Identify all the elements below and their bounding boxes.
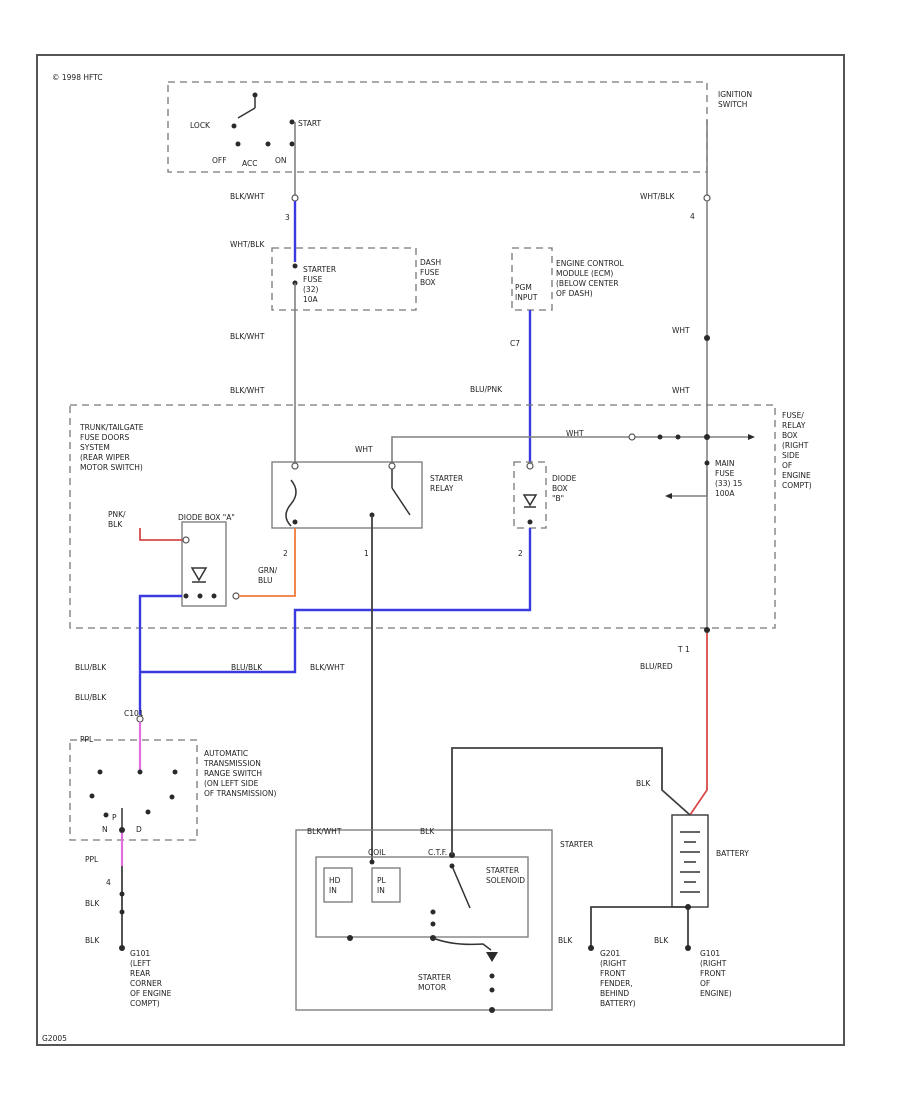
pin-4b-label: 4 — [106, 878, 111, 887]
wire-grn-blu — [239, 528, 296, 597]
diode-a-symbol — [190, 567, 208, 582]
at-range-switch-box — [69, 739, 198, 841]
wht-1-label: WHT — [672, 326, 690, 335]
hold-in-coil — [323, 867, 353, 903]
starter-box — [295, 829, 553, 1011]
at-switch-label: AUTOMATIC TRANSMISSION RANGE SWITCH (ON … — [203, 749, 277, 798]
wht-blk-label-left: WHT/BLK — [230, 240, 265, 249]
wire-main-fuse-branch — [670, 470, 708, 497]
starter-relay-box — [271, 461, 423, 529]
ignition-switch-label: IGNITION SWITCH — [718, 90, 755, 109]
starter-motor-lead — [432, 937, 492, 951]
g201-label: G201 (RIGHT FRONT FENDER, BEHIND BATTERY… — [600, 949, 636, 1008]
wht-4-label: WHT — [566, 429, 584, 438]
wire-blupnk-label: BLU/PNK — [470, 385, 503, 394]
figure-id: G2005 — [42, 1034, 67, 1043]
ignition-switch-contacts — [231, 92, 295, 147]
wire-pnk-blk — [139, 528, 186, 541]
starter-relay-internals — [285, 462, 411, 527]
blk-1-label: BLK — [420, 827, 435, 836]
under-hood-fuse-box-label: FUSE/ RELAY BOX (RIGHT SIDE OF ENGINE CO… — [782, 411, 813, 490]
pin-2b-label: 2 — [518, 549, 523, 558]
on-label: ON — [275, 156, 287, 165]
diagram-frame — [36, 54, 845, 1046]
blk-2-label: BLK — [636, 779, 651, 788]
wire-blkwht-3-label: BLK/WHT — [230, 386, 265, 395]
battery-label: BATTERY — [716, 849, 749, 858]
blk-wht-4-label: BLK/WHT — [310, 663, 345, 672]
main-fuse-label: MAIN FUSE (33) 15 100A — [715, 459, 745, 498]
starter-motor-label: STARTER MOTOR — [418, 973, 453, 992]
blk-6-label: BLK — [654, 936, 669, 945]
wire-blu-blk-left — [138, 594, 182, 715]
wire-battery-positive — [689, 633, 708, 816]
g101b-label: G101 (RIGHT FRONT OF ENGINE) — [700, 949, 732, 998]
ignition-switch-box — [167, 81, 708, 173]
dash-fuse-box-label: DASH FUSE BOX — [420, 258, 444, 287]
wht-2-label: WHT — [672, 386, 690, 395]
wire-blkwht-1-label: BLK/WHT — [230, 192, 265, 201]
pnp-labels: P N D — [102, 813, 142, 834]
wht-3-label: WHT — [355, 445, 373, 454]
pull-label: PL IN — [377, 876, 388, 895]
diode-b-symbol — [522, 494, 538, 507]
blk-4-label: BLK — [85, 936, 100, 945]
diode-b-label: DIODE BOX "B" — [552, 474, 579, 503]
wire-ground-g201 — [590, 906, 688, 948]
pull-in-coil — [371, 867, 401, 903]
battery-cells — [680, 831, 700, 893]
starter-fuse-label: STARTER FUSE (32) 10A — [303, 265, 338, 304]
dash-fuse-box — [271, 247, 417, 311]
wht-blk-label-right: WHT/BLK — [640, 192, 675, 201]
off-label: OFF — [212, 156, 227, 165]
pin-3-label: 3 — [285, 213, 290, 222]
blk-5-label: BLK — [558, 936, 573, 945]
starter-label: STARTER — [560, 840, 593, 849]
grn-blu-label: GRN/ BLU — [258, 566, 280, 585]
starter-relay-label: STARTER RELAY — [430, 474, 465, 493]
battery-body — [671, 814, 709, 908]
wire-blkwht-2-label: BLK/WHT — [230, 332, 265, 341]
wire-internal-bus — [391, 436, 748, 462]
pin-c7-label: C7 — [510, 339, 520, 348]
blk-wht-5-label: BLK/WHT — [307, 827, 342, 836]
c101-label: C101 — [124, 709, 144, 718]
copyright-label: © 1998 HFTC — [52, 73, 103, 82]
hold-label: HD IN — [329, 876, 343, 895]
ppl-2-label: PPL — [85, 855, 99, 864]
solenoid-contact — [451, 865, 471, 909]
wire-battery-blk — [451, 747, 691, 855]
diode-box-a — [181, 521, 227, 607]
pin-1a-label: 1 — [364, 549, 369, 558]
lock-label: LOCK — [190, 121, 211, 130]
blu-blk-2-label: BLU/BLK — [231, 663, 263, 672]
starter-solenoid-box — [315, 856, 529, 938]
acc-label: ACC — [242, 159, 257, 168]
wire-blu-blk-main — [140, 528, 532, 674]
pin-4-label: 4 — [690, 212, 695, 221]
blu-red-label: BLU/RED — [640, 662, 673, 671]
pin-t1-label: T 1 — [677, 645, 690, 654]
ppl-label: PPL — [80, 735, 94, 744]
ecm-location-label: ENGINE CONTROL MODULE (ECM) (BELOW CENTE… — [556, 259, 626, 298]
blu-blk-1-label: BLU/BLK — [75, 663, 107, 672]
pgm-input-label: PGM INPUT — [515, 283, 538, 302]
start-label: START — [298, 119, 322, 128]
solenoid-label: STARTER SOLENOID — [486, 866, 525, 885]
under-hood-fuse-box — [69, 404, 776, 629]
coil-label: COIL — [368, 848, 386, 857]
at-switch-contacts — [89, 769, 178, 833]
diode-a-label: DIODE BOX "A" — [178, 513, 235, 522]
ecm-box — [511, 247, 553, 311]
blk-3-label: BLK — [85, 899, 100, 908]
pnk-blk-label: PNK/ BLK — [108, 510, 128, 529]
ctf-label: C.T.F. — [428, 848, 447, 857]
g101-label: G101 (LEFT REAR CORNER OF ENGINE COMPT) — [130, 949, 174, 1008]
blu-blk-3-label: BLU/BLK — [75, 693, 107, 702]
trunk-system-label: TRUNK/TAILGATE FUSE DOORS SYSTEM (REAR W… — [79, 423, 146, 472]
pin-2a-label: 2 — [283, 549, 288, 558]
